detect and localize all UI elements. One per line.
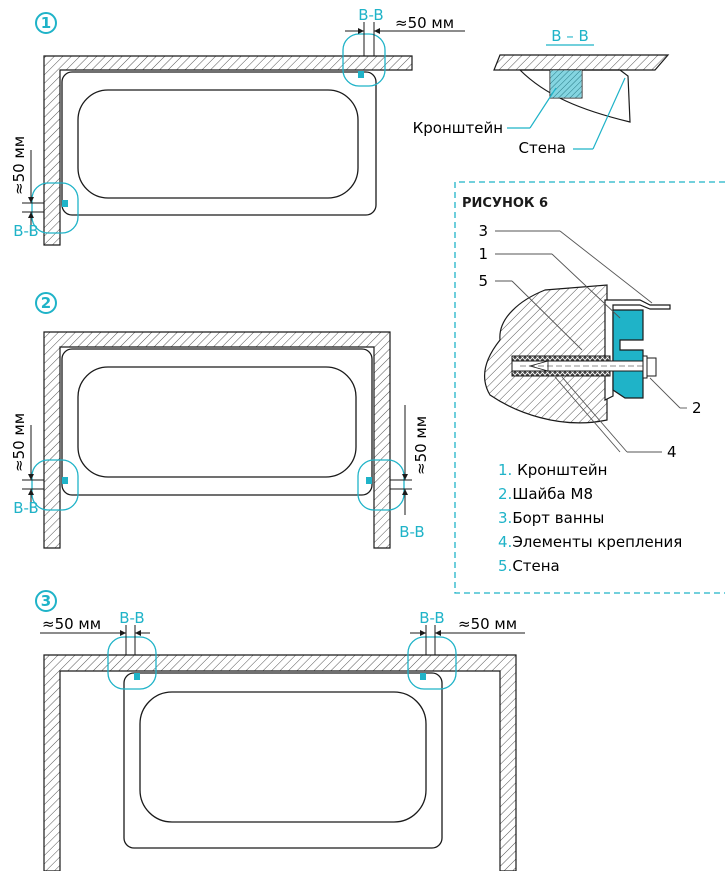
variant-3-wall — [43, 654, 517, 871]
figure-6-bracket — [612, 309, 644, 399]
figure-6-legend: 1. Кронштейн 2.Шайба М8 3.Борт ванны 4.Э… — [498, 461, 682, 575]
variant-2-bracket-right — [366, 477, 372, 484]
variant-2-wall — [43, 331, 391, 549]
variant-1-section-zone-side — [31, 182, 79, 234]
legend-item: 2.Шайба М8 — [498, 485, 593, 503]
section-detail-wall — [518, 69, 631, 123]
variant-3-bath-bowl — [139, 691, 427, 823]
variant-1-dim-top: ≈50 мм — [395, 14, 454, 32]
section-detail-rim — [493, 54, 670, 71]
figure-6-callout-2: 2 — [692, 399, 702, 417]
variant-2-dim-left: ≈50 мм — [10, 413, 28, 472]
variant-3-bracket-right — [420, 673, 426, 680]
figure-6-frame — [454, 181, 725, 594]
variant-3-section-zone-left — [107, 636, 157, 690]
variant-2-bracket-left — [62, 477, 68, 484]
variant-2-bath-rim — [61, 348, 373, 496]
figure-6-title: РИСУНОК 6 — [462, 196, 548, 211]
variant-1-number: 1 — [41, 14, 51, 32]
variant-3-dim-right: ≈50 мм — [458, 615, 517, 633]
legend-item: 4.Элементы крепления — [498, 533, 682, 551]
section-detail-title: B – B — [551, 27, 589, 45]
figure-6-callout-1: 1 — [478, 245, 488, 263]
figure-6-callout-3: 3 — [478, 222, 488, 240]
variant-3-bath-rim — [123, 672, 443, 849]
variant-2-number: 2 — [41, 294, 51, 312]
variant-2-section-label-left: B-B — [13, 499, 38, 517]
variant-3-section-label-left: B-B — [119, 609, 144, 627]
figure-6-nut — [646, 357, 657, 377]
variant-2-bath-bowl — [77, 366, 357, 478]
figure-6-washer — [642, 355, 648, 379]
variant-1-bath-rim — [61, 71, 377, 216]
variant-1-wall — [43, 55, 413, 246]
variant-2-section-label-right: B-B — [399, 523, 424, 541]
section-detail: B – B Кронштейн Стена — [413, 27, 670, 157]
figure-6-callout-5: 5 — [478, 272, 488, 290]
variant-1-dim-side: ≈50 мм — [10, 136, 28, 195]
legend-item: 5.Стена — [498, 557, 560, 575]
variant-2-dim-right: ≈50 мм — [412, 416, 430, 475]
section-detail-label-wall: Стена — [519, 139, 566, 157]
figure-6: РИСУНОК 6 3 1 5 2 4 1. Кронште — [454, 181, 725, 594]
variant-3-dim-left: ≈50 мм — [42, 615, 101, 633]
variant-1-bracket-side — [62, 200, 68, 207]
variant-3-number: 3 — [41, 592, 51, 610]
variant-1-bracket-top — [358, 71, 364, 78]
variant-1-section-label-top: B-B — [358, 6, 383, 24]
figure-6-wall — [483, 284, 608, 424]
variant-2-section-zone-right — [357, 459, 405, 511]
variant-3-number-circle — [35, 590, 57, 612]
variant-3: 3 ≈50 мм B-B ≈50 мм B-B — [35, 590, 525, 871]
variant-1-number-circle — [35, 12, 57, 34]
variant-3-section-zone-right — [407, 636, 457, 690]
variant-1: 1 ≈50 мм B-B ≈50 мм B-B — [10, 6, 465, 246]
legend-item: 1. Кронштейн — [498, 461, 607, 479]
variant-2-number-circle — [35, 292, 57, 314]
variant-3-section-label-right: B-B — [419, 609, 444, 627]
variant-2-section-zone-left — [31, 459, 79, 511]
figure-6-callout-4: 4 — [667, 443, 677, 461]
legend-item: 3.Борт ванны — [498, 509, 604, 527]
variant-3-bracket-left — [134, 673, 140, 680]
variant-1-bath-bowl — [77, 89, 359, 199]
variant-1-section-label-side: B-B — [13, 222, 38, 240]
variant-2: 2 ≈50 мм B-B ≈50 мм B-B — [10, 292, 430, 549]
section-detail-label-bracket: Кронштейн — [413, 119, 503, 137]
